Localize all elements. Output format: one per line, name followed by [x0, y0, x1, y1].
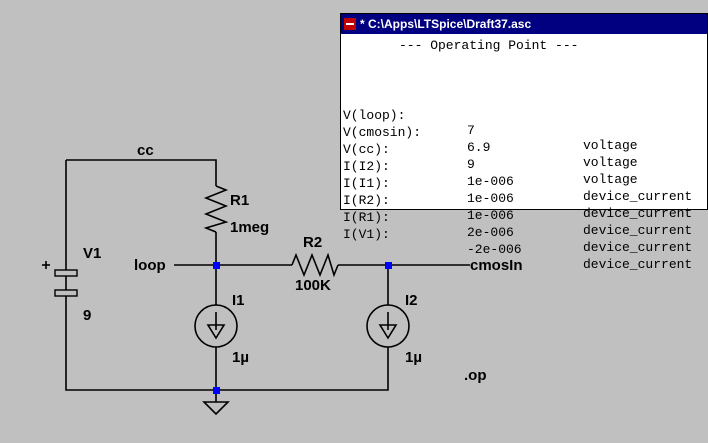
- op-value: 7: [467, 123, 475, 138]
- op-quantity: V(cmosin):: [343, 125, 422, 140]
- v1-name-label[interactable]: V1: [83, 245, 101, 262]
- operating-point-header: --- Operating Point ---: [399, 38, 579, 53]
- r1-value-label[interactable]: 1meg: [230, 219, 269, 236]
- op-quantity: I(R1):: [343, 210, 390, 225]
- junction-loop: [213, 262, 220, 269]
- window-titlebar[interactable]: * C:\Apps\LTSpice\Draft37.asc: [341, 14, 707, 34]
- net-label-cc[interactable]: cc: [137, 142, 154, 159]
- op-value: 2e-006: [467, 225, 514, 240]
- op-value: 6.9: [467, 140, 491, 155]
- voltage-source-v1[interactable]: [42, 261, 78, 297]
- window-title: * C:\Apps\LTSpice\Draft37.asc: [360, 17, 532, 31]
- op-value: 1e-006: [467, 174, 514, 189]
- i2-value-label[interactable]: 1µ: [405, 349, 422, 366]
- op-row: V(loop): 7 voltage: [343, 93, 638, 153]
- op-type: device_current: [583, 223, 693, 238]
- op-quantity: I(R2):: [343, 193, 390, 208]
- resistor-r1[interactable]: [203, 185, 229, 233]
- ltspice-app-icon[interactable]: [344, 18, 356, 30]
- net-label-cmosin[interactable]: cmosIn: [470, 257, 523, 274]
- op-row: I(V1): -2e-006 device_current: [343, 212, 692, 272]
- current-source-i1[interactable]: [194, 304, 238, 348]
- op-type: voltage: [583, 172, 638, 187]
- i1-name-label[interactable]: I1: [232, 292, 245, 309]
- op-type: device_current: [583, 240, 693, 255]
- op-quantity: V(loop):: [343, 108, 406, 123]
- r2-value-label[interactable]: 100K: [295, 277, 331, 294]
- spice-directive-op[interactable]: .op: [464, 367, 487, 384]
- op-quantity: I(I1):: [343, 176, 390, 191]
- wire-v1-bottom[interactable]: [65, 293, 216, 391]
- current-source-i2[interactable]: [366, 304, 410, 348]
- op-type: voltage: [583, 138, 638, 153]
- op-type: voltage: [583, 155, 638, 170]
- i1-value-label[interactable]: 1µ: [232, 349, 249, 366]
- op-value: 1e-006: [467, 208, 514, 223]
- op-row: V(cc): 9 voltage: [343, 127, 638, 187]
- op-quantity: V(cc):: [343, 142, 390, 157]
- junction-cmosin: [385, 262, 392, 269]
- op-type: device_current: [583, 206, 693, 221]
- operating-point-window[interactable]: * C:\Apps\LTSpice\Draft37.asc --- Operat…: [340, 13, 708, 272]
- op-row: I(R2): 1e-006 device_current: [343, 178, 692, 238]
- net-label-loop[interactable]: loop: [134, 257, 166, 274]
- op-row: I(R1): 2e-006 device_current: [343, 195, 692, 255]
- op-quantity: I(V1):: [343, 227, 390, 242]
- op-type: device_current: [583, 189, 693, 204]
- op-value: 1e-006: [467, 191, 514, 206]
- ground-symbol[interactable]: [202, 401, 230, 416]
- wire-cc[interactable]: [66, 159, 217, 186]
- op-quantity: I(I2):: [343, 159, 390, 174]
- v1-value-label[interactable]: 9: [83, 307, 91, 324]
- op-type: device_current: [583, 257, 693, 272]
- r2-name-label[interactable]: R2: [303, 234, 322, 251]
- op-row: V(cmosin): 6.9 voltage: [343, 110, 638, 170]
- op-value: 9: [467, 157, 475, 172]
- op-value: -2e-006: [467, 242, 522, 257]
- junction-ground: [213, 387, 220, 394]
- op-row: I(I1): 1e-006 device_current: [343, 161, 692, 221]
- wire-i1-bottom[interactable]: [215, 347, 389, 391]
- op-row: I(I2): 1e-006 device_current: [343, 144, 692, 204]
- resistor-r2[interactable]: [291, 252, 339, 278]
- r1-name-label[interactable]: R1: [230, 192, 249, 209]
- i2-name-label[interactable]: I2: [405, 292, 418, 309]
